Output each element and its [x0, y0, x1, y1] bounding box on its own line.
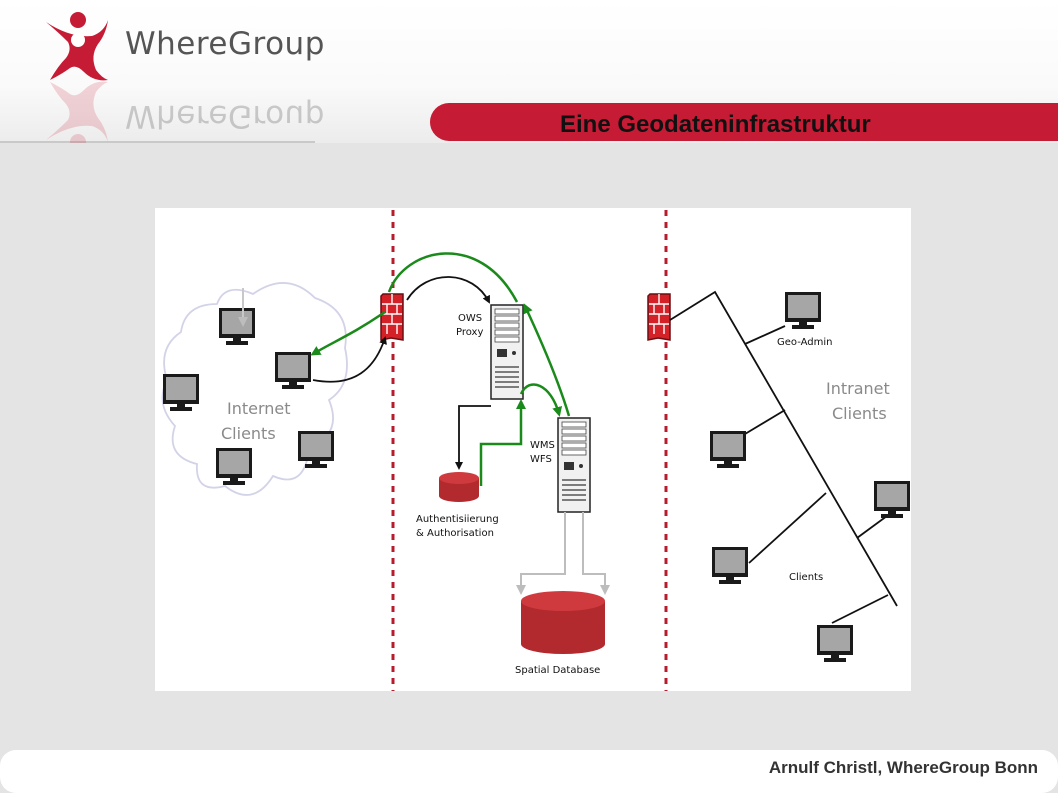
spatial-database-label: Spatial Database	[515, 665, 600, 676]
intranet-client-monitor-1	[710, 431, 746, 468]
intranet-clients-label-line2: Clients	[832, 404, 887, 423]
branch-right-2	[831, 594, 889, 624]
auth-database	[439, 472, 479, 502]
footer-bar: Arnulf Christl, WhereGroup Bonn	[0, 750, 1058, 793]
branch-left-2	[748, 492, 827, 564]
logo-wordmark-reflection: WhereGroup	[125, 98, 325, 134]
intranet-client-monitor-2	[874, 481, 910, 518]
auth-to-proxy-green-arrow	[479, 399, 526, 486]
internet-clients-label-line1: Internet	[227, 399, 291, 418]
header-divider	[0, 141, 315, 143]
wms-wfs-label-line2: WFS	[530, 454, 552, 465]
proxy-to-wms-green-arrow	[519, 383, 563, 417]
internet-clients-label-line2: Clients	[221, 424, 276, 443]
intranet-client-monitor-3	[712, 547, 748, 584]
intranet-backbone	[669, 290, 898, 607]
internet-client-monitor-1	[219, 308, 255, 345]
logo-figure-icon	[46, 12, 108, 81]
auth-label-line2: & Authorisation	[416, 528, 494, 539]
internet-client-monitor-2	[275, 352, 311, 389]
intranet-clients-label-line1: Intranet	[826, 379, 890, 398]
client-to-firewall-arrow	[312, 336, 387, 383]
geo-admin-label: Geo-Admin	[777, 337, 832, 348]
proxy-to-auth-arrow	[455, 405, 491, 470]
geo-admin-monitor	[785, 292, 821, 329]
ows-proxy-label-line2: Proxy	[456, 327, 483, 338]
internet-client-monitor-3	[163, 374, 199, 411]
architecture-diagram: Internet Clients OWS Proxy WMS WFS Authe…	[155, 208, 911, 691]
proxy-to-firewall-green-arrow	[387, 252, 519, 303]
clients-label: Clients	[789, 572, 823, 583]
title-bar: Eine Geodateninfrastruktur	[430, 103, 1058, 141]
firewall-right	[647, 293, 671, 341]
branch-left-1	[744, 409, 786, 435]
intranet-client-monitor-4	[817, 625, 853, 662]
logo-figure-reflection	[46, 81, 108, 143]
wms-wfs-label-line1: WMS	[530, 440, 555, 451]
branch-geo-admin	[744, 325, 786, 345]
ows-proxy-server	[490, 304, 524, 400]
header-band: WhereGroup WhereGroup Eine Geodateninfra…	[0, 0, 1058, 143]
wheregroup-logo	[46, 12, 108, 143]
auth-label-line1: Authentisiierung	[416, 514, 499, 525]
footer-credit: Arnulf Christl, WhereGroup Bonn	[768, 758, 1038, 777]
internet-client-monitor-5	[298, 431, 334, 468]
firewall-left	[380, 293, 404, 341]
firewall-to-proxy-arrow	[406, 276, 490, 304]
wms-wfs-server	[557, 417, 591, 513]
wms-to-db-arrow-left	[516, 512, 566, 595]
spatial-database	[521, 591, 605, 654]
logo-wordmark: WhereGroup	[125, 26, 325, 62]
slide-title: Eine Geodateninfrastruktur	[560, 111, 871, 138]
wms-to-db-arrow-right	[582, 512, 610, 595]
wms-to-proxy-green-arrow	[523, 303, 571, 417]
firewall-to-client-green-arrow	[310, 310, 386, 356]
internet-client-monitor-4	[216, 448, 252, 485]
ows-proxy-label-line1: OWS	[458, 313, 482, 324]
